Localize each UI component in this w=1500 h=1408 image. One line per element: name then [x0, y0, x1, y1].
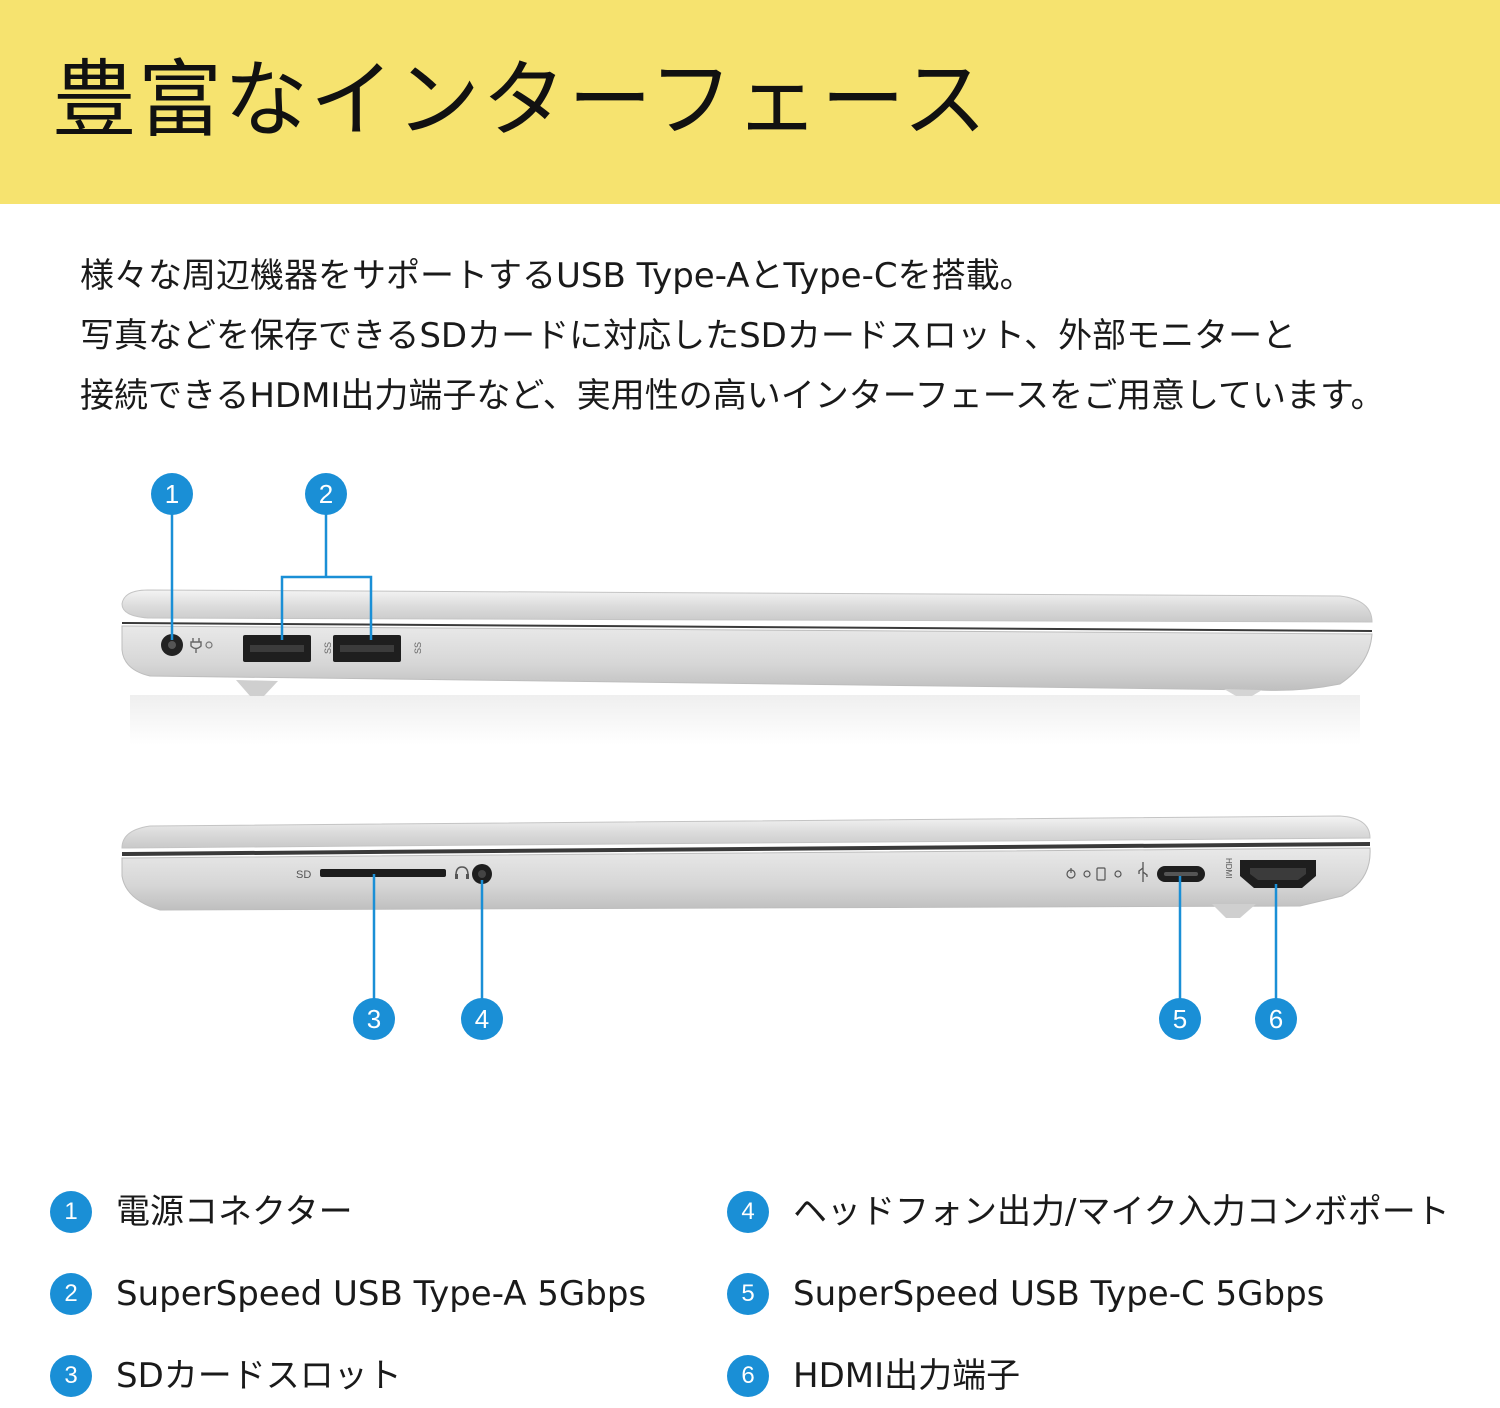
legend-item-3: 3 SDカードスロット — [50, 1344, 402, 1408]
legend-badge-1: 1 — [50, 1191, 92, 1233]
sd-marking: SD — [296, 869, 311, 881]
laptop-right-side: SD HDMI — [121, 815, 1371, 918]
svg-text:1: 1 — [165, 479, 179, 509]
legend-badge-2: 2 — [50, 1273, 92, 1315]
ss-marking-1: SS — [323, 642, 333, 654]
callout-badge-4: 4 — [461, 998, 503, 1040]
headphone-icon — [455, 866, 469, 879]
laptop-side-views: SS SS SD — [0, 450, 1500, 1070]
ss-marking-2: SS — [413, 642, 423, 654]
legend-label-3: SDカードスロット — [116, 1356, 402, 1396]
legend-label-1: 電源コネクター — [116, 1192, 353, 1232]
callout-badge-1: 1 — [151, 473, 193, 515]
legend-item-2: 2 SuperSpeed USB Type-A 5Gbps — [50, 1262, 646, 1326]
legend-badge-4: 4 — [727, 1191, 769, 1233]
intro-text: 様々な周辺機器をサポートするUSB Type-AとType-Cを搭載。 写真など… — [80, 246, 1480, 426]
legend-item-4: 4 ヘッドフォン出力/マイク入力コンボポート — [727, 1180, 1450, 1244]
callout-lines — [170, 512, 1278, 1000]
laptop-left-side: SS SS — [121, 589, 1373, 745]
laptop-illustration: SS SS SD — [121, 473, 1373, 1040]
legend-label-2: SuperSpeed USB Type-A 5Gbps — [116, 1274, 647, 1314]
svg-text:4: 4 — [475, 1004, 489, 1034]
usb-icon — [1138, 862, 1148, 882]
header-banner: 豊富なインターフェース — [0, 0, 1500, 204]
legend-label-6: HDMI出力端子 — [793, 1356, 1021, 1396]
callout-badge-2: 2 — [305, 473, 347, 515]
legend-badge-5: 5 — [727, 1273, 769, 1315]
legend-label-5: SuperSpeed USB Type-C 5Gbps — [793, 1274, 1325, 1314]
svg-text:6: 6 — [1269, 1004, 1283, 1034]
intro-line-3: 接続できるHDMI出力端子など、実用性の高いインターフェースをご用意しています。 — [80, 376, 1385, 416]
legend-item-1: 1 電源コネクター — [50, 1180, 353, 1244]
battery-icon — [1096, 867, 1106, 881]
intro-line-2: 写真などを保存できるSDカードに対応したSDカードスロット、外部モニターと — [80, 316, 1297, 356]
intro-line-1: 様々な周辺機器をサポートするUSB Type-AとType-Cを搭載。 — [80, 256, 1034, 296]
power-icon — [1066, 868, 1076, 879]
svg-text:3: 3 — [367, 1004, 381, 1034]
svg-text:5: 5 — [1173, 1004, 1187, 1034]
legend-badge-3: 3 — [50, 1355, 92, 1397]
legend-item-5: 5 SuperSpeed USB Type-C 5Gbps — [727, 1262, 1324, 1326]
power-plug-icon — [190, 638, 202, 653]
callout-badge-5: 5 — [1159, 998, 1201, 1040]
svg-text:2: 2 — [319, 479, 333, 509]
legend-label-4: ヘッドフォン出力/マイク入力コンボポート — [793, 1192, 1450, 1232]
legend-item-6: 6 HDMI出力端子 — [727, 1344, 1020, 1408]
callout-badge-3: 3 — [353, 998, 395, 1040]
callout-badge-6: 6 — [1255, 998, 1297, 1040]
port-legend: 1 電源コネクター 2 SuperSpeed USB Type-A 5Gbps … — [50, 1180, 1500, 1398]
page-title: 豊富なインターフェース — [52, 51, 989, 149]
legend-badge-6: 6 — [727, 1355, 769, 1397]
hdmi-marking: HDMI — [1224, 858, 1233, 878]
